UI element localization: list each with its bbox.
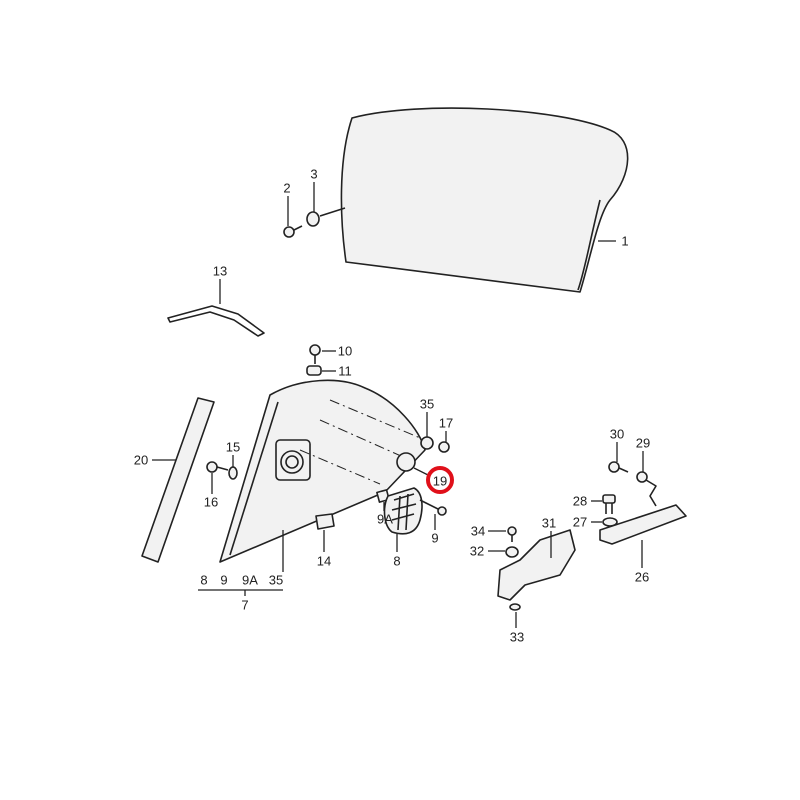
part-31-hinge-bracket[interactable] [497, 529, 576, 601]
callout-30[interactable]: 30 [610, 427, 624, 442]
callout-13[interactable]: 13 [213, 264, 227, 279]
part-15-washer[interactable] [228, 466, 238, 480]
part-3-washer[interactable] [306, 211, 320, 227]
callout-3[interactable]: 3 [310, 167, 317, 182]
part-11-nut[interactable] [306, 365, 322, 376]
part-34-bolt[interactable] [507, 526, 517, 542]
part-26-bracket-cover[interactable] [599, 504, 687, 545]
callout-34[interactable]: 34 [471, 524, 485, 539]
part-9-screw[interactable] [419, 499, 447, 516]
part-32-nut[interactable] [505, 546, 519, 558]
callout-19[interactable]: 19 [433, 474, 447, 489]
part-16-screw[interactable] [206, 461, 229, 473]
part-2-screw[interactable] [283, 225, 303, 238]
callout-7[interactable]: 7 [241, 598, 248, 613]
callout-28[interactable]: 28 [573, 494, 587, 509]
callout-33[interactable]: 33 [510, 630, 524, 645]
group-item-9a: 9A [242, 573, 258, 588]
callout-20[interactable]: 20 [134, 453, 148, 468]
callout-27[interactable]: 27 [573, 515, 587, 530]
part-29-nut[interactable] [636, 471, 648, 483]
highlight-ring [426, 466, 454, 494]
part-20-trim-strip[interactable] [141, 397, 215, 563]
part-17-cap[interactable] [438, 441, 450, 453]
part-7-side-panel[interactable] [219, 379, 426, 563]
callout-8[interactable]: 8 [393, 554, 400, 569]
part-14-cap[interactable] [315, 513, 335, 530]
callout-9[interactable]: 9 [431, 531, 438, 546]
part-10-screw[interactable] [309, 344, 321, 364]
callout-10[interactable]: 10 [338, 344, 352, 359]
part-30-bolt[interactable] [608, 461, 629, 473]
part-33-washer[interactable] [509, 603, 521, 611]
part-19-grommet[interactable] [396, 452, 416, 472]
callout-26[interactable]: 26 [635, 570, 649, 585]
group-item-8: 8 [200, 573, 207, 588]
group-item-9: 9 [220, 573, 227, 588]
part-35-plug[interactable] [420, 436, 434, 450]
part-28-bolt[interactable] [602, 494, 616, 514]
callout-11[interactable]: 11 [338, 364, 352, 379]
part-1-seat-back[interactable] [340, 107, 629, 293]
callout-14[interactable]: 14 [317, 554, 331, 569]
callout-9a[interactable]: 9A [377, 512, 393, 527]
callout-29[interactable]: 29 [636, 436, 650, 451]
callout-32[interactable]: 32 [470, 544, 484, 559]
group-item-35: 35 [269, 573, 283, 588]
callout-35[interactable]: 35 [420, 397, 434, 412]
callout-31[interactable]: 31 [542, 516, 556, 531]
part-8-vent-grille[interactable] [383, 487, 423, 535]
callout-2[interactable]: 2 [283, 181, 290, 196]
callout-15[interactable]: 15 [226, 440, 240, 455]
leader-lines [152, 182, 644, 628]
callout-1[interactable]: 1 [621, 234, 628, 249]
part-13-clip[interactable] [167, 305, 265, 337]
callout-16[interactable]: 16 [204, 495, 218, 510]
callout-17[interactable]: 17 [439, 416, 453, 431]
